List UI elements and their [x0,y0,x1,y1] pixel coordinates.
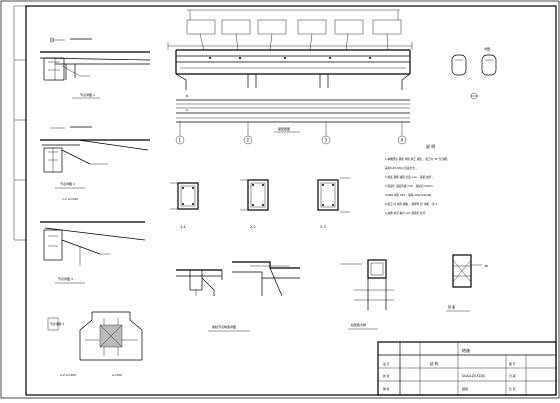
tb-right-2: 日 期 [509,374,516,378]
top-right-details: 详图 [451,46,497,100]
note-line-7: 6.其他 未尽 事宜 La= 按规范 执行 [385,211,426,215]
binding-strip [13,5,26,241]
column-detail: 柱配筋大样 [340,259,394,330]
title-row-2: 结 构 [430,361,439,366]
left-bottom-c: a=200 [112,373,122,377]
tb-right-1: 图 号 [509,362,516,366]
left-detail-1: 节点详图 1 [39,37,151,99]
tb-side-2: 校 对 [383,374,390,378]
left-detail-3-label: 节点详图 3 [58,276,73,281]
left-bottom-a: 1-1 a=200 [62,197,78,201]
section-3-3-label: 3-3 [320,225,326,229]
notes-heading: 说 明 [426,143,435,149]
tb-side-1: 设 计 [383,362,390,366]
axis-3: 3 [325,138,328,143]
left-detail-4: 节点详图 4 2-2 a=200 a=200 [47,311,143,377]
section-1-1-label: 1-1 [180,225,186,229]
tb-right-3: 比 例 [509,387,516,391]
axis-a-label: A [186,108,189,112]
left-bottom-b: 2-2 a=200 [60,373,76,377]
title-block: 结施 结 构 SGA(LZX-YZJX) 结施 设 计 校 对 审 核 图 号 … [377,341,557,396]
section-1-1: 1-1 [170,182,199,229]
note-line-2: 采用(LZX-YZJX) 连接方式 。 [385,166,418,170]
left-detail-2: 节点详图 2 1-1 a=200 [40,126,150,201]
drawing-frame [25,5,557,396]
axis-b-label: B [186,94,188,98]
left-detail-2-label: 节点详图 2 [60,181,75,186]
joint-detail: 梁柱节点构造详图 [176,261,300,332]
note-line-6: 5.施工 时 参照 图集 ，预埋件 见 详图 ，注 3 [385,202,438,206]
note-line-5: 4.HRB 纵筋 C25 ，箍筋 A8@100/200 [385,193,432,197]
rebar-section: 4Φ 剖 面 [446,254,489,312]
joint-title: 梁柱节点构造详图 [212,324,236,329]
sheet-label: 结施 [462,386,468,391]
note-line-4: 3.混凝土 强度等级 C30 ，保护层 25mm [385,184,433,188]
tb-side-3: 审 核 [383,387,390,391]
section-3-3: 3-3 [317,177,350,229]
drawing-number: SGA(LZX-YZJX) [462,374,485,378]
notes-block: 说 明 1.本图所注 钢筋 均按 施工 规范 ，施工时 "B" 型 钢筋 采用(… [385,143,448,215]
axis-4: 4 [401,138,404,143]
right-title: 详图 [484,46,490,51]
section-2-2-label: 2-2 [250,225,256,229]
right-section-label: 剖 面 [448,304,455,309]
column-title: 柱配筋大样 [351,322,366,327]
rebar-note: 4Φ [484,264,489,268]
note-line-3: 2.梁底 钢筋 锚固 长度 ≥La ，箍筋 加密 。 [385,175,435,179]
left-detail-3: 节点详图 3 [40,221,146,284]
axis-1: 1 [179,138,182,143]
beam-title: 梁配筋图 [278,126,290,131]
beam-elevation: B A 1 2 3 4 梁配筋图 [167,9,413,145]
note-line-1: 1.本图所注 钢筋 均按 施工 规范 ，施工时 "B" 型 钢筋 [385,157,448,161]
section-2-2: 2-2 [240,179,269,229]
title-row-1: 结施 [462,347,470,353]
axis-2: 2 [247,138,250,143]
left-detail-1-label: 节点详图 1 [80,92,95,97]
left-detail-4-label: 节点详图 4 [50,322,64,326]
